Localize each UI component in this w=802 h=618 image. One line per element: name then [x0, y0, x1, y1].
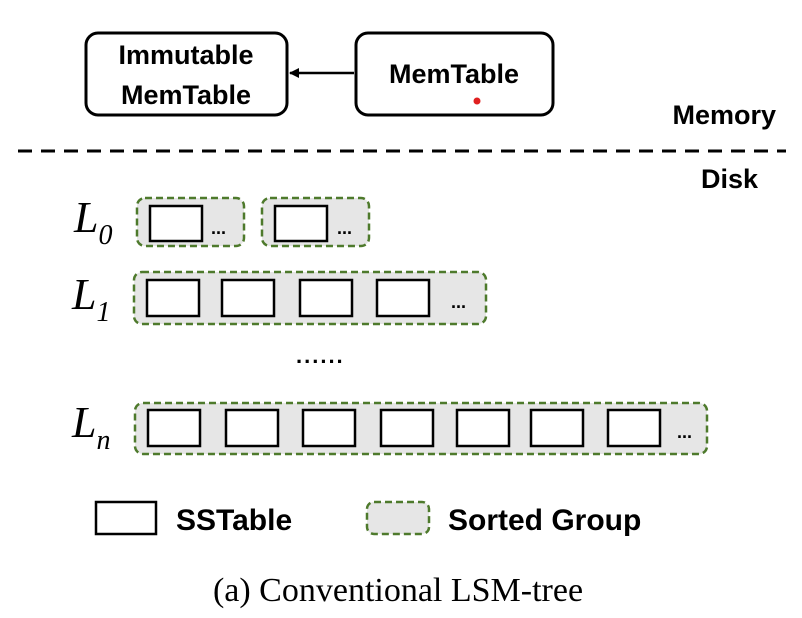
- level-n-sstable-3: [301, 408, 357, 448]
- level-0-group-2-ellipsis: ...: [337, 218, 352, 238]
- legend-sorted-group-swatch: [365, 500, 431, 536]
- immutable-memtable-label-line1: Immutable: [118, 40, 253, 70]
- memory-label: Memory: [672, 100, 776, 130]
- level-n-letter: L: [71, 398, 96, 447]
- immutable-memtable-box: [84, 31, 289, 117]
- level-0-group-2-sstable: [273, 204, 329, 243]
- level-0-subscript: 0: [98, 220, 112, 251]
- memtable-box: [354, 31, 555, 117]
- level-1-label: L1: [71, 270, 110, 328]
- level-n-sstable-4: [379, 408, 435, 448]
- memtable-label: MemTable: [389, 59, 519, 89]
- immutable-memtable-label-line2: MemTable: [121, 80, 251, 110]
- level-1-sstable-3: [298, 278, 354, 318]
- legend-sstable-label: SSTable: [176, 504, 292, 537]
- level-n-sstable-5: [455, 408, 511, 448]
- level-1-letter: L: [71, 270, 96, 319]
- figure-caption: (a) Conventional LSM-tree: [213, 572, 583, 609]
- level-n-sstable-6: [529, 408, 585, 448]
- level-0-group-1-ellipsis: ...: [211, 218, 226, 238]
- level-1-subscript: 1: [96, 297, 110, 328]
- level-n-sstable-2: [224, 408, 280, 448]
- legend-sorted-group-label: Sorted Group: [448, 504, 641, 537]
- level-0-group-1-sstable: [148, 204, 204, 243]
- level-1-sstable-4: [375, 278, 431, 318]
- level-n-sstable-1: [146, 408, 202, 448]
- level-1-ellipsis: ...: [451, 292, 466, 312]
- levels-continuation-dots: ......: [296, 343, 345, 368]
- level-n-label: Ln: [71, 398, 110, 456]
- legend-sstable-swatch: [94, 500, 158, 536]
- level-0-label: L0: [73, 193, 112, 251]
- disk-label: Disk: [701, 164, 759, 194]
- level-0-letter: L: [73, 193, 98, 242]
- memtable-dot: [473, 97, 481, 105]
- level-1-sstable-2: [220, 278, 276, 318]
- level-1-sstable-1: [145, 278, 201, 318]
- level-n-subscript: n: [96, 425, 110, 456]
- level-n-ellipsis: ...: [677, 422, 692, 442]
- level-n-sstable-7: [606, 408, 662, 448]
